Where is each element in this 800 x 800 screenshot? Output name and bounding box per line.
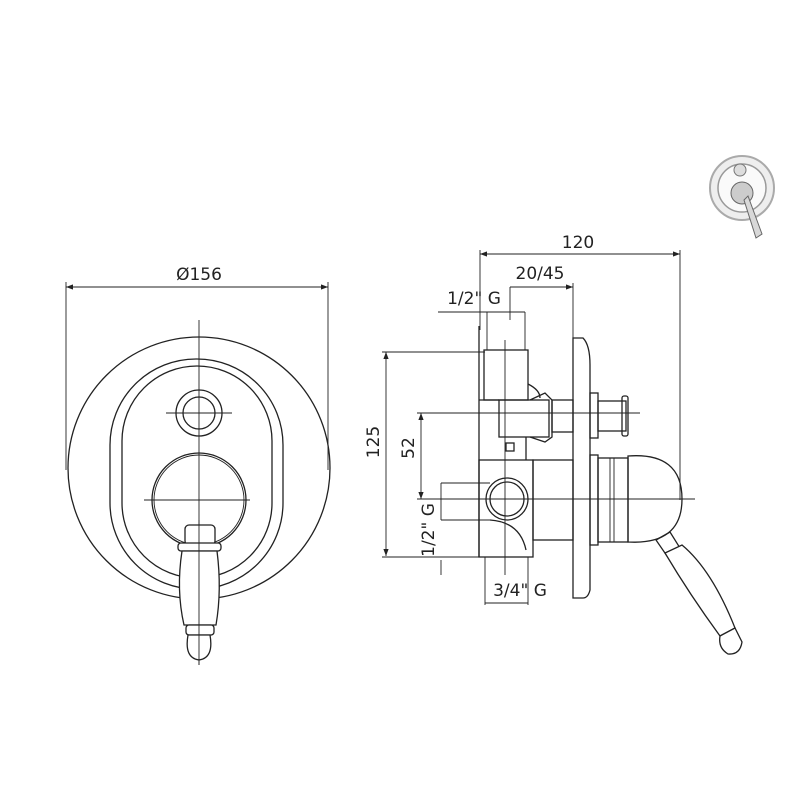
top-outlet-label: 1/2" G <box>447 289 501 309</box>
side-lever <box>655 531 743 655</box>
overall-depth-label: 120 <box>562 233 594 253</box>
side-view: 120 20/45 1/2" G 125 52 1/2" G 3/4" G <box>364 233 743 655</box>
side-outlet-label: 1/2" G <box>419 503 439 557</box>
wall-depth-label: 20/45 <box>516 264 565 284</box>
product-thumbnail <box>709 155 775 239</box>
diverter-stem <box>589 392 629 439</box>
handle-dome <box>627 455 683 543</box>
handle-cylinder <box>589 454 683 546</box>
front-view: Ø156 <box>65 265 331 665</box>
diameter-label: Ø156 <box>176 265 222 285</box>
wall-plate <box>572 337 591 599</box>
height-label: 125 <box>364 426 384 458</box>
inlet-label: 3/4" G <box>493 581 547 601</box>
valve-body <box>478 326 574 575</box>
lever-handle <box>177 520 222 665</box>
centre-distance-label: 52 <box>399 437 419 459</box>
